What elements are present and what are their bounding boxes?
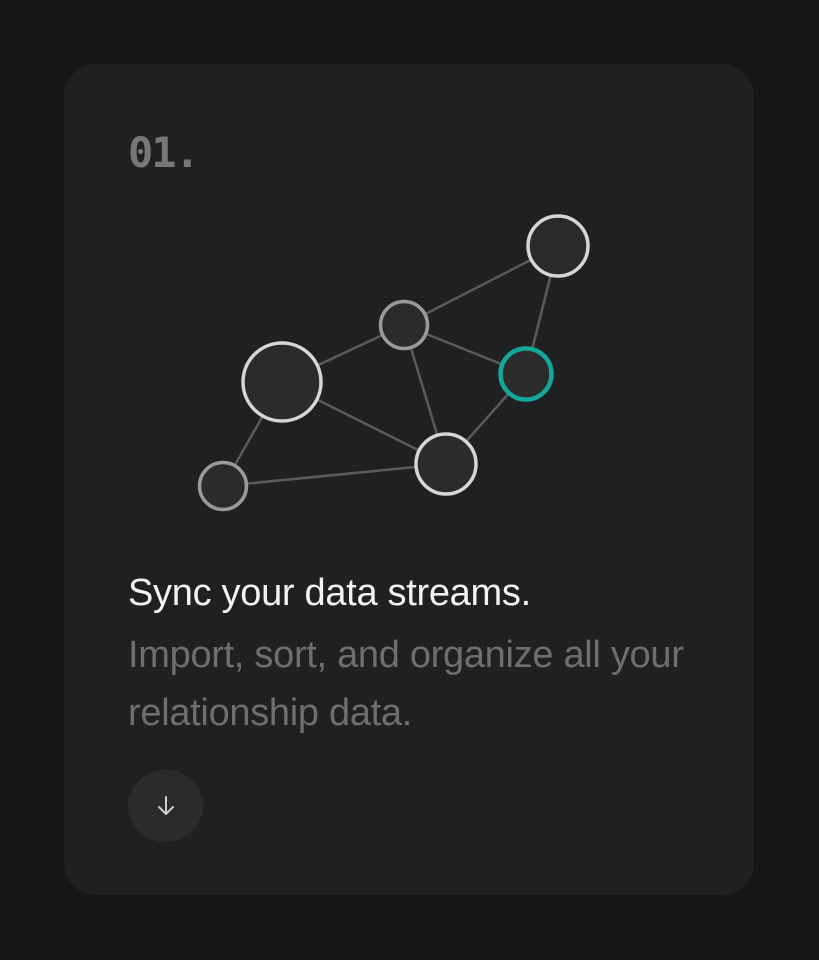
graph-node-small (378, 299, 430, 351)
graph-edge (222, 462, 447, 488)
arrow-down-icon (157, 796, 174, 815)
network-graph-illustration (197, 214, 590, 512)
card-headline: Sync your data streams. (128, 572, 531, 614)
graph-node-medium (414, 432, 478, 496)
scroll-down-button[interactable] (128, 770, 203, 842)
step-number: 01. (128, 128, 200, 177)
feature-card: 01. Sync your data streams. Import, sort… (64, 64, 754, 895)
graph-node-highlighted (498, 346, 554, 402)
graph-node-medium (526, 214, 590, 278)
graph-node-small (197, 460, 249, 512)
graph-node-large (241, 341, 323, 423)
card-description: Import, sort, and organize all your rela… (128, 634, 684, 734)
